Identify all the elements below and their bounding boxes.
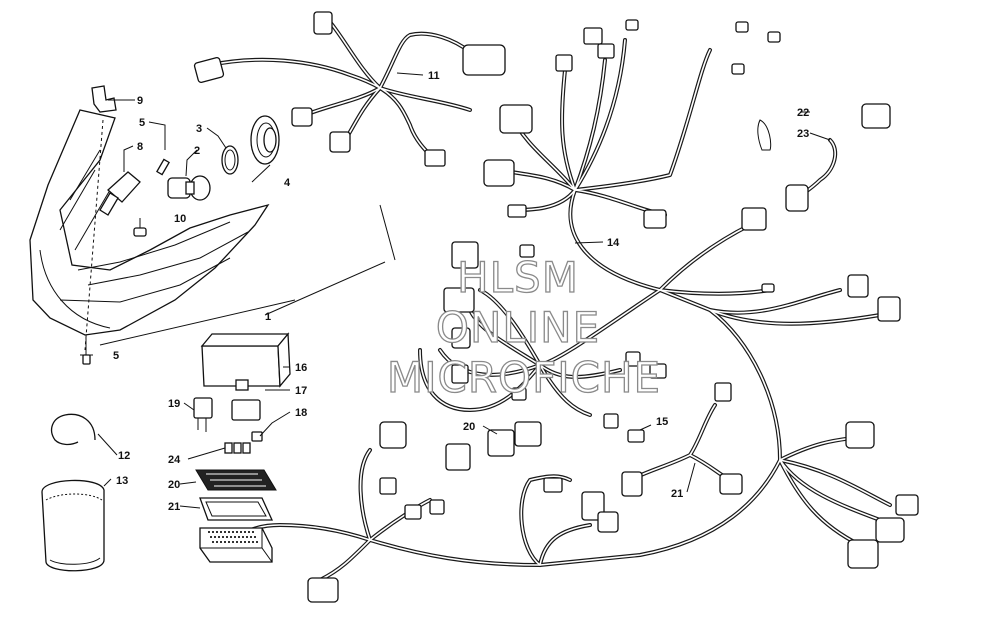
fuse-box-cover: [200, 332, 291, 391]
callout-14: 16: [295, 362, 307, 374]
watermark-line-1: HLSM: [457, 253, 579, 302]
fuse-mini: [224, 442, 251, 454]
callout-19: 21: [168, 501, 180, 513]
callout-9: 11: [428, 70, 440, 82]
callout-15: 17: [295, 385, 307, 397]
part-23-connector: [861, 103, 891, 129]
fuse-small: [251, 431, 263, 442]
retaining-ring: [221, 145, 239, 175]
callout-21: 21: [671, 488, 683, 500]
protective-sleeve: [41, 479, 105, 572]
callout-11: 13: [116, 475, 128, 487]
fuse-block: [199, 527, 273, 563]
callout-3: 3: [196, 123, 202, 135]
bulb-socket: [99, 171, 141, 216]
part-20: [487, 429, 515, 457]
callout-6: 8: [137, 141, 143, 153]
callout-5-lower: 5: [113, 350, 119, 362]
callout-5-upper: 5: [139, 117, 145, 129]
callout-7: 9: [137, 95, 143, 107]
part-13: [627, 429, 645, 443]
wire-clip: [133, 227, 147, 237]
part-22: [757, 119, 772, 151]
screw-lower: [82, 338, 91, 365]
callout-10: 12: [118, 450, 130, 462]
watermark: HLSM ONLINE MICROFICHE: [386, 252, 661, 402]
screw-upper: [156, 158, 170, 176]
callout-22: 22: [797, 107, 809, 119]
watermark-line-2: ONLINE: [436, 303, 600, 352]
fuse-block-label: [195, 469, 277, 491]
relay-small: [193, 397, 213, 432]
callout-23: 23: [797, 128, 809, 140]
callout-2: 2: [194, 145, 200, 157]
mount-bracket: [91, 85, 117, 113]
callout-17: 19: [168, 398, 180, 410]
watermark-line-3: MICROFICHE: [387, 353, 661, 402]
callout-leaders: [80, 72, 831, 509]
callout-13: 15: [656, 416, 668, 428]
fuse-block-gasket: [199, 497, 274, 521]
callout-20: 20: [463, 421, 475, 433]
callout-1: 1: [265, 311, 271, 323]
callout-1-bracket: [99, 204, 396, 346]
clamp-ring: [51, 413, 96, 446]
callout-labels: 9 5 3 8 2 4 10 1 5 11 14 22 23 16 17 19 …: [113, 70, 809, 513]
harness-connectors: [193, 11, 919, 603]
dust-boot: [250, 115, 280, 165]
headlight-housing: [29, 109, 270, 351]
callout-18: 20: [168, 479, 180, 491]
headlight-bulb: [167, 175, 211, 201]
callout-16: 18: [295, 407, 307, 419]
callout-12: 14: [607, 237, 620, 249]
callout-8: 10: [174, 213, 186, 225]
main-wire-harness: [208, 20, 892, 582]
relay-large: [231, 399, 261, 421]
callout-4: 4: [284, 177, 291, 189]
callout-24: 24: [168, 454, 181, 466]
